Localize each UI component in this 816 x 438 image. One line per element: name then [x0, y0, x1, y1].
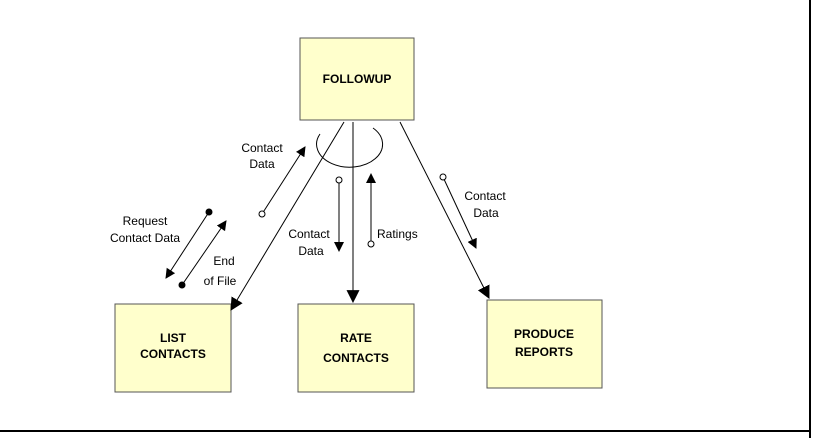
couple-request-contact-data-arrow: [165, 211, 210, 279]
followup-box: FOLLOWUP: [299, 37, 415, 121]
couple-contact-data-up-arrow: [261, 146, 306, 215]
couple-request-contact-data-label-line2: Contact Data: [110, 231, 180, 245]
call-list-contacts: [230, 121, 345, 311]
list-contacts-box: LIST CONTACTS: [114, 303, 232, 393]
couple-request-contact-data-label-line1: Request: [123, 214, 168, 228]
couple-ratings-label: Ratings: [377, 227, 418, 241]
produce-reports-box-label-line1: PRODUCE: [514, 327, 574, 341]
call-produce-reports: [399, 121, 490, 299]
couple-contact-data-up-label-line1: Contact: [241, 141, 283, 155]
couple-contact-data-down: Contact Data: [288, 176, 344, 258]
list-contacts-box-label-line1: LIST: [160, 331, 187, 345]
bottom-border: [0, 430, 811, 432]
data-couple-icon: [335, 176, 343, 184]
control-flag-icon: [205, 208, 213, 216]
rate-contacts-box-label-line2: CONTACTS: [323, 351, 389, 365]
couple-end-of-file: End of File: [178, 220, 237, 289]
produce-reports-box: PRODUCE REPORTS: [486, 299, 603, 389]
list-contacts-box-label-line2: CONTACTS: [140, 347, 206, 361]
couple-end-of-file-label-line2: of File: [204, 274, 237, 288]
control-flag-icon: [178, 281, 186, 289]
data-couple-icon: [258, 210, 266, 218]
couple-end-of-file-label-line1: End: [213, 254, 234, 268]
couple-contact-data-up-label-line2: Data: [249, 157, 275, 171]
couple-contact-data-reports-arrow: [442, 176, 477, 249]
couple-ratings: Ratings: [366, 173, 418, 248]
rate-contacts-box-label-line1: RATE: [340, 331, 372, 345]
data-couple-icon: [439, 173, 447, 181]
iteration-loop: [316, 127, 384, 168]
couple-contact-data-reports: Contact Data: [439, 173, 506, 249]
couple-contact-data-reports-label-line2: Data: [473, 206, 499, 220]
couple-contact-data-down-label-line2: Data: [298, 244, 324, 258]
couple-contact-data-down-label-line1: Contact: [288, 227, 330, 241]
couple-end-of-file-arrow: [181, 220, 227, 286]
followup-box-label: FOLLOWUP: [323, 72, 392, 86]
rate-contacts-box: RATE CONTACTS: [297, 303, 415, 393]
produce-reports-box-label-line2: REPORTS: [515, 345, 573, 359]
right-border: [809, 0, 811, 438]
couple-contact-data-reports-label-line1: Contact: [464, 189, 506, 203]
couple-contact-data-up: Contact Data: [241, 141, 306, 218]
couple-request-contact-data: Request Contact Data: [110, 208, 213, 279]
data-couple-icon: [367, 240, 375, 248]
